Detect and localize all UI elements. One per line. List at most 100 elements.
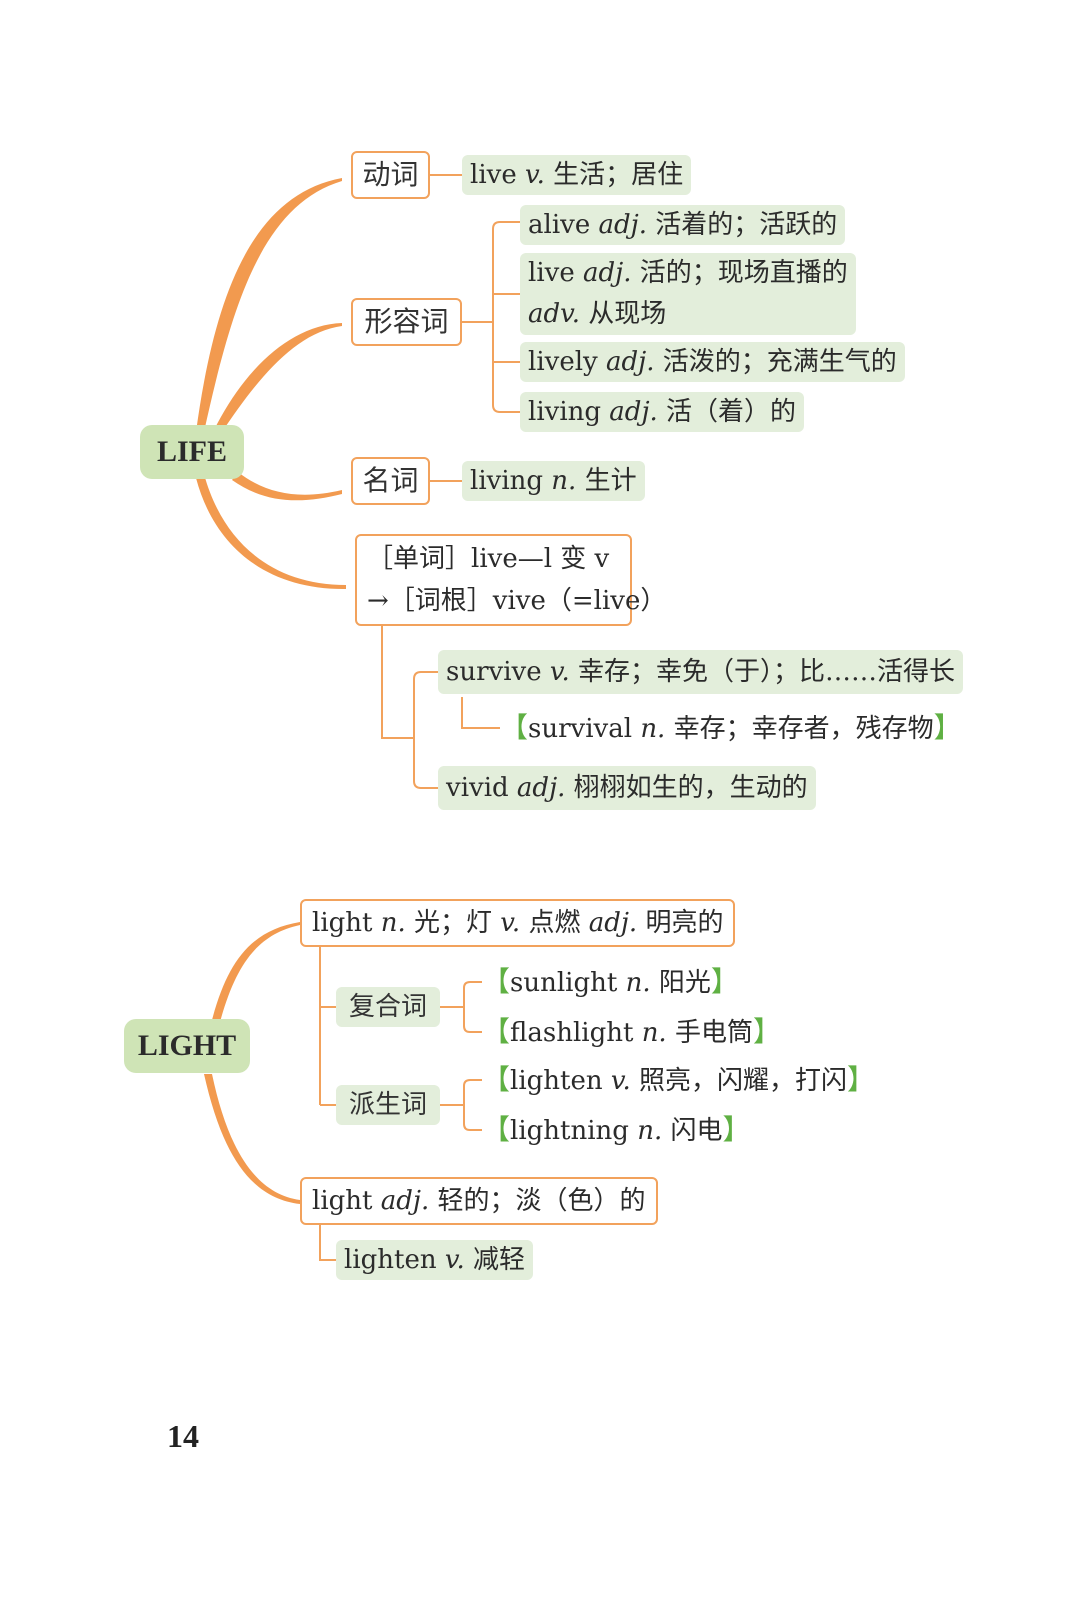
bracket-open: 【 <box>482 1063 511 1096</box>
part-of-speech: adj. <box>516 773 566 803</box>
meaning-3: 明亮的 <box>645 908 724 938</box>
meaning: 生活；居住 <box>553 160 684 190</box>
word: lightning <box>510 1116 629 1146</box>
category-noun-label: 名词 <box>362 464 419 497</box>
meaning-2: 从现场 <box>588 299 667 329</box>
root-life: LIFE <box>140 425 244 479</box>
part-of-speech: n. <box>551 466 577 496</box>
entry-lively: lively adj. 活泼的；充满生气的 <box>520 342 905 382</box>
word: lighten <box>344 1245 437 1275</box>
root-light-label: LIGHT <box>137 1029 237 1062</box>
root-note-box: ［单词］live—l 变 v →［词根］vive（=live） <box>355 534 667 626</box>
entry-flashlight: 【flashlight n. 手电筒】 <box>482 1012 781 1052</box>
bracket-open: 【 <box>500 711 529 744</box>
entry-lightning: 【lightning n. 闪电】 <box>482 1110 751 1150</box>
category-adjective-label: 形容词 <box>364 305 449 338</box>
entry-living-noun: living n. 生计 <box>462 461 645 501</box>
category-noun: 名词 <box>351 457 430 505</box>
entry-alive: alive adj. 活着的；活跃的 <box>520 205 846 245</box>
part-of-speech: adj. <box>598 210 647 240</box>
word: sunlight <box>510 968 618 998</box>
entry-survive: survive v. 幸存；幸免（于）；比……活得长 <box>438 650 964 694</box>
meaning: 栩栩如生的，生动的 <box>573 773 808 803</box>
category-adjective: 形容词 <box>351 298 462 346</box>
entry-lighten-illuminate: 【lighten v. 照亮，闪耀，打闪】 <box>482 1060 875 1100</box>
word: survive <box>446 657 542 687</box>
part-of-speech: v. <box>549 657 570 687</box>
meaning: 活泼的；充满生气的 <box>662 347 897 377</box>
bracket-open: 【 <box>482 1113 511 1146</box>
word: light <box>312 1186 373 1216</box>
category-derived-label: 派生词 <box>348 1090 427 1120</box>
bracket-open: 【 <box>482 965 511 998</box>
word: light <box>312 908 373 938</box>
category-compound-label: 复合词 <box>348 992 427 1022</box>
part-of-speech: v. <box>610 1066 631 1096</box>
entry-light-sense-2: light adj. 轻的；淡（色）的 <box>300 1177 658 1225</box>
bracket-close: 】 <box>722 1113 751 1146</box>
part-of-speech: v. <box>444 1245 465 1275</box>
meaning: 活的；现场直播的 <box>639 258 848 288</box>
word: living <box>528 397 602 427</box>
word: lively <box>528 347 598 377</box>
meaning: 光；灯 <box>414 908 493 938</box>
meaning: 生计 <box>584 466 637 496</box>
part-of-speech: n. <box>640 714 666 744</box>
meaning: 手电筒 <box>674 1018 753 1048</box>
meaning: 幸存；幸存者，残存物 <box>673 714 934 744</box>
entry-living-adjective: living adj. 活（着）的 <box>520 392 805 432</box>
entry-light-sense-1: light n. 光；灯 v. 点燃 adj. 明亮的 <box>300 899 736 947</box>
bracket-close: 】 <box>710 965 739 998</box>
root-life-label: LIFE <box>156 435 228 468</box>
root-light: LIGHT <box>124 1019 250 1073</box>
word: vivid <box>446 773 509 803</box>
bracket-open: 【 <box>482 1015 511 1048</box>
word: living <box>470 466 544 496</box>
part-of-speech: adj. <box>582 258 632 288</box>
part-of-speech: n. <box>625 968 651 998</box>
entry-survival: 【survival n. 幸存；幸存者，残存物】 <box>500 708 962 748</box>
page-number-label: 14 <box>167 1418 199 1454</box>
word: survival <box>528 714 633 744</box>
category-verb: 动词 <box>351 151 430 199</box>
bracket-close: 】 <box>847 1063 876 1096</box>
entry-lighten-reduce: lighten v. 减轻 <box>336 1240 534 1280</box>
bracket-close: 】 <box>933 711 962 744</box>
part-of-speech: n. <box>637 1116 663 1146</box>
part-of-speech: adj. <box>380 1186 430 1216</box>
root-note-line-2: →［词根］vive（=live） <box>367 586 667 616</box>
word: live <box>470 160 517 190</box>
root-note-line-1: ［单词］live—l 变 v <box>367 544 610 574</box>
word: lighten <box>510 1066 603 1096</box>
part-of-speech-3: adj. <box>588 908 638 938</box>
meaning: 照亮，闪耀，打闪 <box>639 1066 848 1096</box>
meaning: 活着的；活跃的 <box>655 210 838 240</box>
category-compound: 复合词 <box>336 987 440 1027</box>
meaning: 幸存；幸免（于）；比……活得长 <box>578 657 956 687</box>
word: live <box>528 258 575 288</box>
word: alive <box>528 210 591 240</box>
part-of-speech: n. <box>641 1018 667 1048</box>
page-number: 14 <box>167 1414 199 1458</box>
meaning: 阳光 <box>658 968 711 998</box>
entry-live-adjective: live adj. 活的；现场直播的 adv. 从现场 <box>520 253 856 335</box>
part-of-speech-2: v. <box>500 908 521 938</box>
category-verb-label: 动词 <box>362 158 419 191</box>
meaning: 闪电 <box>670 1116 723 1146</box>
entry-sunlight: 【sunlight n. 阳光】 <box>482 962 739 1002</box>
meaning: 活（着）的 <box>666 397 797 427</box>
part-of-speech: n. <box>380 908 406 938</box>
part-of-speech: adj. <box>605 347 655 377</box>
meaning: 减轻 <box>473 1245 526 1275</box>
category-derived: 派生词 <box>336 1085 440 1125</box>
part-of-speech-2: adv. <box>528 299 581 329</box>
part-of-speech: v. <box>524 160 545 190</box>
entry-live-verb: live v. 生活；居住 <box>462 155 692 195</box>
entry-vivid: vivid adj. 栩栩如生的，生动的 <box>438 766 816 810</box>
part-of-speech: adj. <box>609 397 658 427</box>
bracket-close: 】 <box>752 1015 781 1048</box>
word: flashlight <box>510 1018 634 1048</box>
meaning: 轻的；淡（色）的 <box>437 1186 646 1216</box>
meaning-2: 点燃 <box>528 908 581 938</box>
